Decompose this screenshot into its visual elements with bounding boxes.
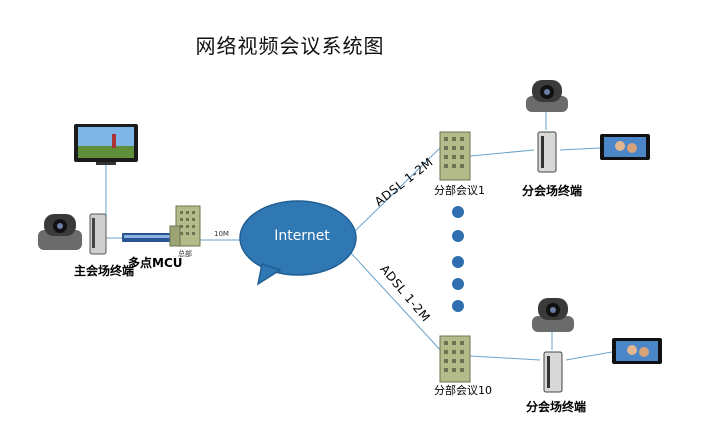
- branch1-display-icon: [600, 134, 650, 160]
- branch10-camera-icon: [532, 298, 574, 332]
- branch1-building-icon: [439, 131, 471, 181]
- ellipsis-dots: [452, 206, 464, 312]
- branch10-terminal-link: [469, 355, 541, 361]
- terminal-icon: [89, 213, 107, 255]
- branch1-building-label: 分部会议1: [434, 184, 485, 197]
- diagram-title: 网络视频会议系统图: [195, 34, 385, 58]
- internet-label: Internet: [274, 228, 330, 244]
- branch10-building-label: 分部会议10: [434, 384, 492, 397]
- branch1-camera-icon: [526, 80, 568, 112]
- camera-icon: [38, 214, 82, 250]
- hq-building-icon: [169, 205, 201, 247]
- branch1-terminal-label: 分会场终端: [522, 184, 583, 198]
- monitor-icon: [74, 124, 138, 165]
- hq-link-label: 10M: [214, 230, 229, 238]
- branch10-display-icon: [612, 338, 662, 364]
- branch10-display-link: [565, 351, 613, 361]
- branch1-terminal-icon: [537, 131, 557, 173]
- mcu-label: 多点MCU: [128, 256, 183, 270]
- internet-branch1-link: [353, 147, 441, 233]
- branch10-terminal-label: 分会场终端: [526, 400, 587, 414]
- internet-branch10-link: [349, 251, 445, 355]
- main-terminal-label: 主会场终端: [74, 264, 135, 278]
- hq-label: 总部: [178, 250, 192, 258]
- branch1-display-link: [559, 147, 601, 151]
- branch10-building-icon: [439, 335, 471, 383]
- branch10-terminal-icon: [543, 351, 563, 393]
- mcu-icon: [122, 233, 176, 242]
- branch1-terminal-link: [469, 149, 535, 157]
- internet-cloud: [239, 200, 357, 286]
